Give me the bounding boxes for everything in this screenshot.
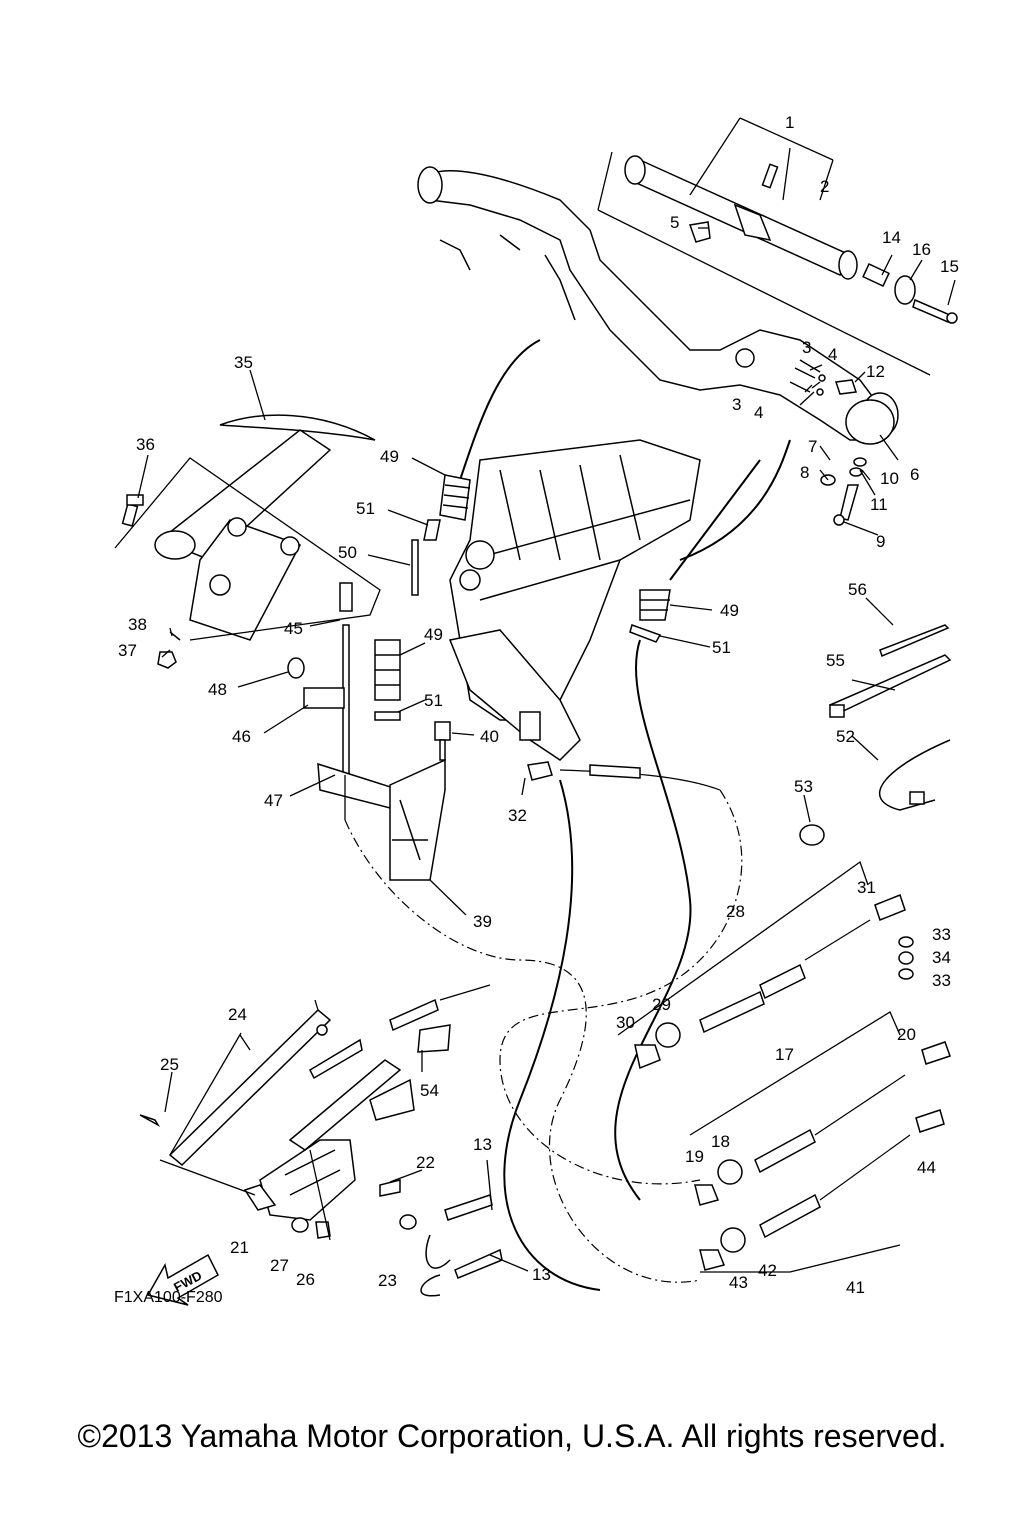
callout-14: 14 xyxy=(882,228,901,247)
callout-45: 45 xyxy=(284,619,303,638)
callout-38: 38 xyxy=(128,615,147,634)
lower-bracket-assembly xyxy=(139,984,503,1297)
callout-22: 22 xyxy=(416,1153,435,1172)
cable-41 xyxy=(699,1109,945,1273)
callout-51b: 51 xyxy=(424,691,443,710)
callout-36: 36 xyxy=(136,435,155,454)
callout-16: 16 xyxy=(912,240,931,259)
control-cables xyxy=(344,439,791,1291)
callout-4b: 4 xyxy=(754,403,763,422)
callout-48: 48 xyxy=(208,680,227,699)
callout-44: 44 xyxy=(917,1158,936,1177)
cable-17 xyxy=(689,1011,951,1206)
callout-10: 10 xyxy=(880,469,899,488)
callout-33: 33 xyxy=(932,925,951,944)
callout-25: 25 xyxy=(160,1055,179,1074)
callout-53: 53 xyxy=(794,777,813,796)
callout-28: 28 xyxy=(726,902,745,921)
callout-49b: 49 xyxy=(424,625,443,644)
callout-13: 13 xyxy=(473,1135,492,1154)
throttle-lever-parts xyxy=(789,359,895,526)
callout-34: 34 xyxy=(932,948,951,967)
callout-20: 20 xyxy=(897,1025,916,1044)
callout-32: 32 xyxy=(508,806,527,825)
callout-5: 5 xyxy=(670,213,679,232)
callout-43: 43 xyxy=(729,1273,748,1292)
callout-49: 49 xyxy=(380,447,399,466)
callout-labels: 1 2 3 3 4 4 5 6 7 8 9 10 11 12 13 13 14 … xyxy=(118,113,959,1297)
callout-41: 41 xyxy=(846,1278,865,1297)
callout-6: 6 xyxy=(910,465,919,484)
callout-51: 51 xyxy=(356,499,375,518)
callout-15: 15 xyxy=(940,257,959,276)
callout-31: 31 xyxy=(857,878,876,897)
callout-49c: 49 xyxy=(720,601,739,620)
cable-28 xyxy=(617,860,914,1070)
callout-3b: 3 xyxy=(732,395,741,414)
callout-40: 40 xyxy=(480,727,499,746)
diagram-code: F1XA100-F280 xyxy=(114,1289,223,1306)
callout-50: 50 xyxy=(338,543,357,562)
callout-35: 35 xyxy=(234,353,253,372)
callout-27: 27 xyxy=(270,1256,289,1275)
callout-47: 47 xyxy=(264,791,283,810)
callout-8: 8 xyxy=(800,463,809,482)
callout-54: 54 xyxy=(420,1081,439,1100)
callout-13b: 13 xyxy=(532,1265,551,1284)
callout-30: 30 xyxy=(616,1013,635,1032)
cable-ties xyxy=(828,624,952,811)
callout-24: 24 xyxy=(228,1005,247,1024)
bracket-39 xyxy=(389,721,451,881)
callout-39: 39 xyxy=(473,912,492,931)
bracket-1-2 xyxy=(597,117,931,376)
callout-51c: 51 xyxy=(712,638,731,657)
leader-lines xyxy=(137,227,956,1272)
fwd-arrow-icon: FWD xyxy=(146,1253,219,1306)
callout-46: 46 xyxy=(232,727,251,746)
callout-2: 2 xyxy=(820,177,829,196)
callout-26: 26 xyxy=(296,1270,315,1289)
callout-11: 11 xyxy=(870,495,888,514)
cable-boots xyxy=(374,339,671,721)
callout-1: 1 xyxy=(785,113,794,132)
callout-56: 56 xyxy=(848,580,867,599)
copyright-notice: ©2013 Yamaha Motor Corporation, U.S.A. A… xyxy=(77,1418,947,1454)
callout-55: 55 xyxy=(826,651,845,670)
callout-37: 37 xyxy=(118,641,137,660)
callout-18: 18 xyxy=(711,1132,730,1151)
steering-column xyxy=(448,439,701,761)
callout-4: 4 xyxy=(828,345,837,364)
callout-12: 12 xyxy=(866,362,885,381)
callout-33b: 33 xyxy=(932,971,951,990)
callout-9: 9 xyxy=(876,532,885,551)
callout-7: 7 xyxy=(808,437,817,456)
callout-52: 52 xyxy=(836,727,855,746)
callout-42: 42 xyxy=(758,1261,777,1280)
callout-21: 21 xyxy=(230,1238,249,1257)
callout-23: 23 xyxy=(378,1271,397,1290)
callout-17: 17 xyxy=(775,1045,794,1064)
left-linkage xyxy=(287,582,401,820)
callout-19: 19 xyxy=(685,1147,704,1166)
grip-assembly xyxy=(624,155,858,280)
callout-29: 29 xyxy=(652,995,671,1014)
callout-3: 3 xyxy=(802,338,811,357)
top-cover-bracket xyxy=(114,414,381,669)
